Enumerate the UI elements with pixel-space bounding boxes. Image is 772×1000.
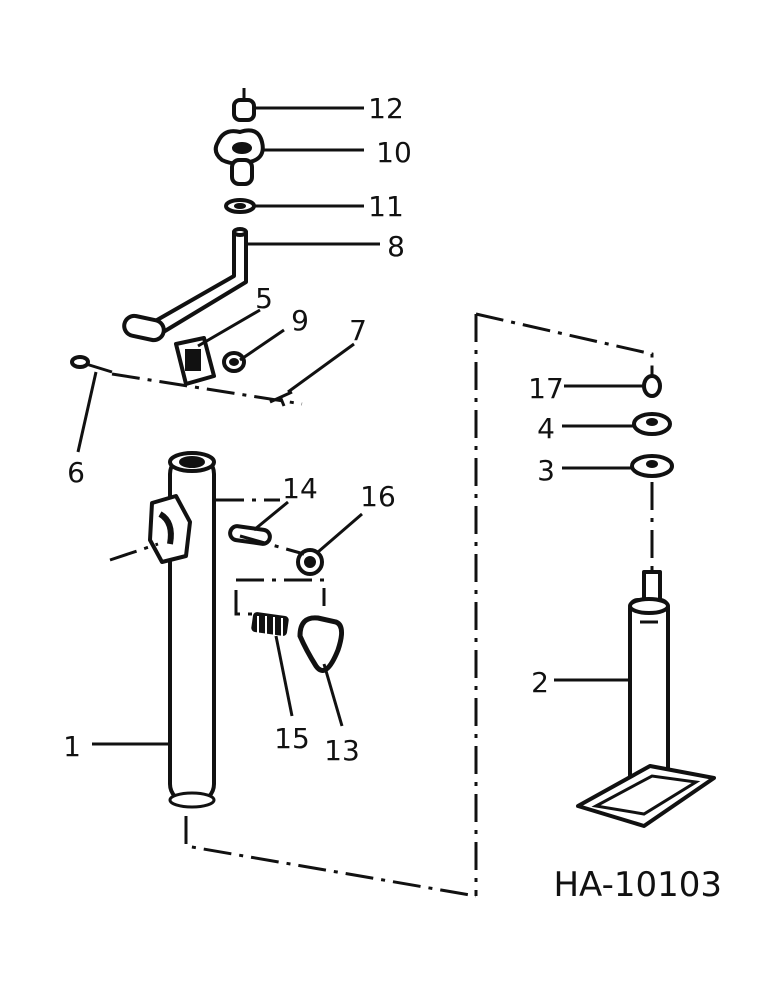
spring-clip [297,615,344,673]
callout-12: 12 [368,92,404,125]
tube-clip-bracket [148,494,192,564]
callout-4: 4 [537,412,555,445]
callout-5: 5 [255,282,273,315]
callout-16: 16 [360,480,396,513]
callout-labels: 1 2 3 4 5 6 7 8 9 10 11 12 13 14 15 16 1… [63,92,564,767]
washer [224,198,256,214]
knob [213,128,265,186]
alignment-lines [109,312,654,898]
cap-nut [232,88,256,122]
callout-17: 17 [528,372,564,405]
spring [251,612,289,636]
nut [222,351,246,373]
jack-cap [642,374,662,398]
callout-14: 14 [282,472,318,505]
callout-3: 3 [537,454,555,487]
lock-nut [296,548,324,576]
screw-jack [576,570,716,828]
callout-8: 8 [387,230,405,263]
callout-1: 1 [63,730,81,763]
pin [228,524,272,546]
leader-lines [76,106,644,746]
hinge-bracket [174,336,216,386]
jack-washer-upper [632,412,672,436]
bolt [70,355,113,374]
callout-7: 7 [349,314,367,347]
drawing-code: HA-10103 [553,865,722,905]
callout-15: 15 [274,722,310,755]
callout-6: 6 [67,456,85,489]
callout-10: 10 [376,136,412,169]
callout-2: 2 [531,666,549,699]
callout-9: 9 [291,304,309,337]
callout-11: 11 [368,190,404,223]
jack-washer-lower [630,454,674,478]
callout-13: 13 [324,734,360,767]
crank-handle [122,227,248,343]
